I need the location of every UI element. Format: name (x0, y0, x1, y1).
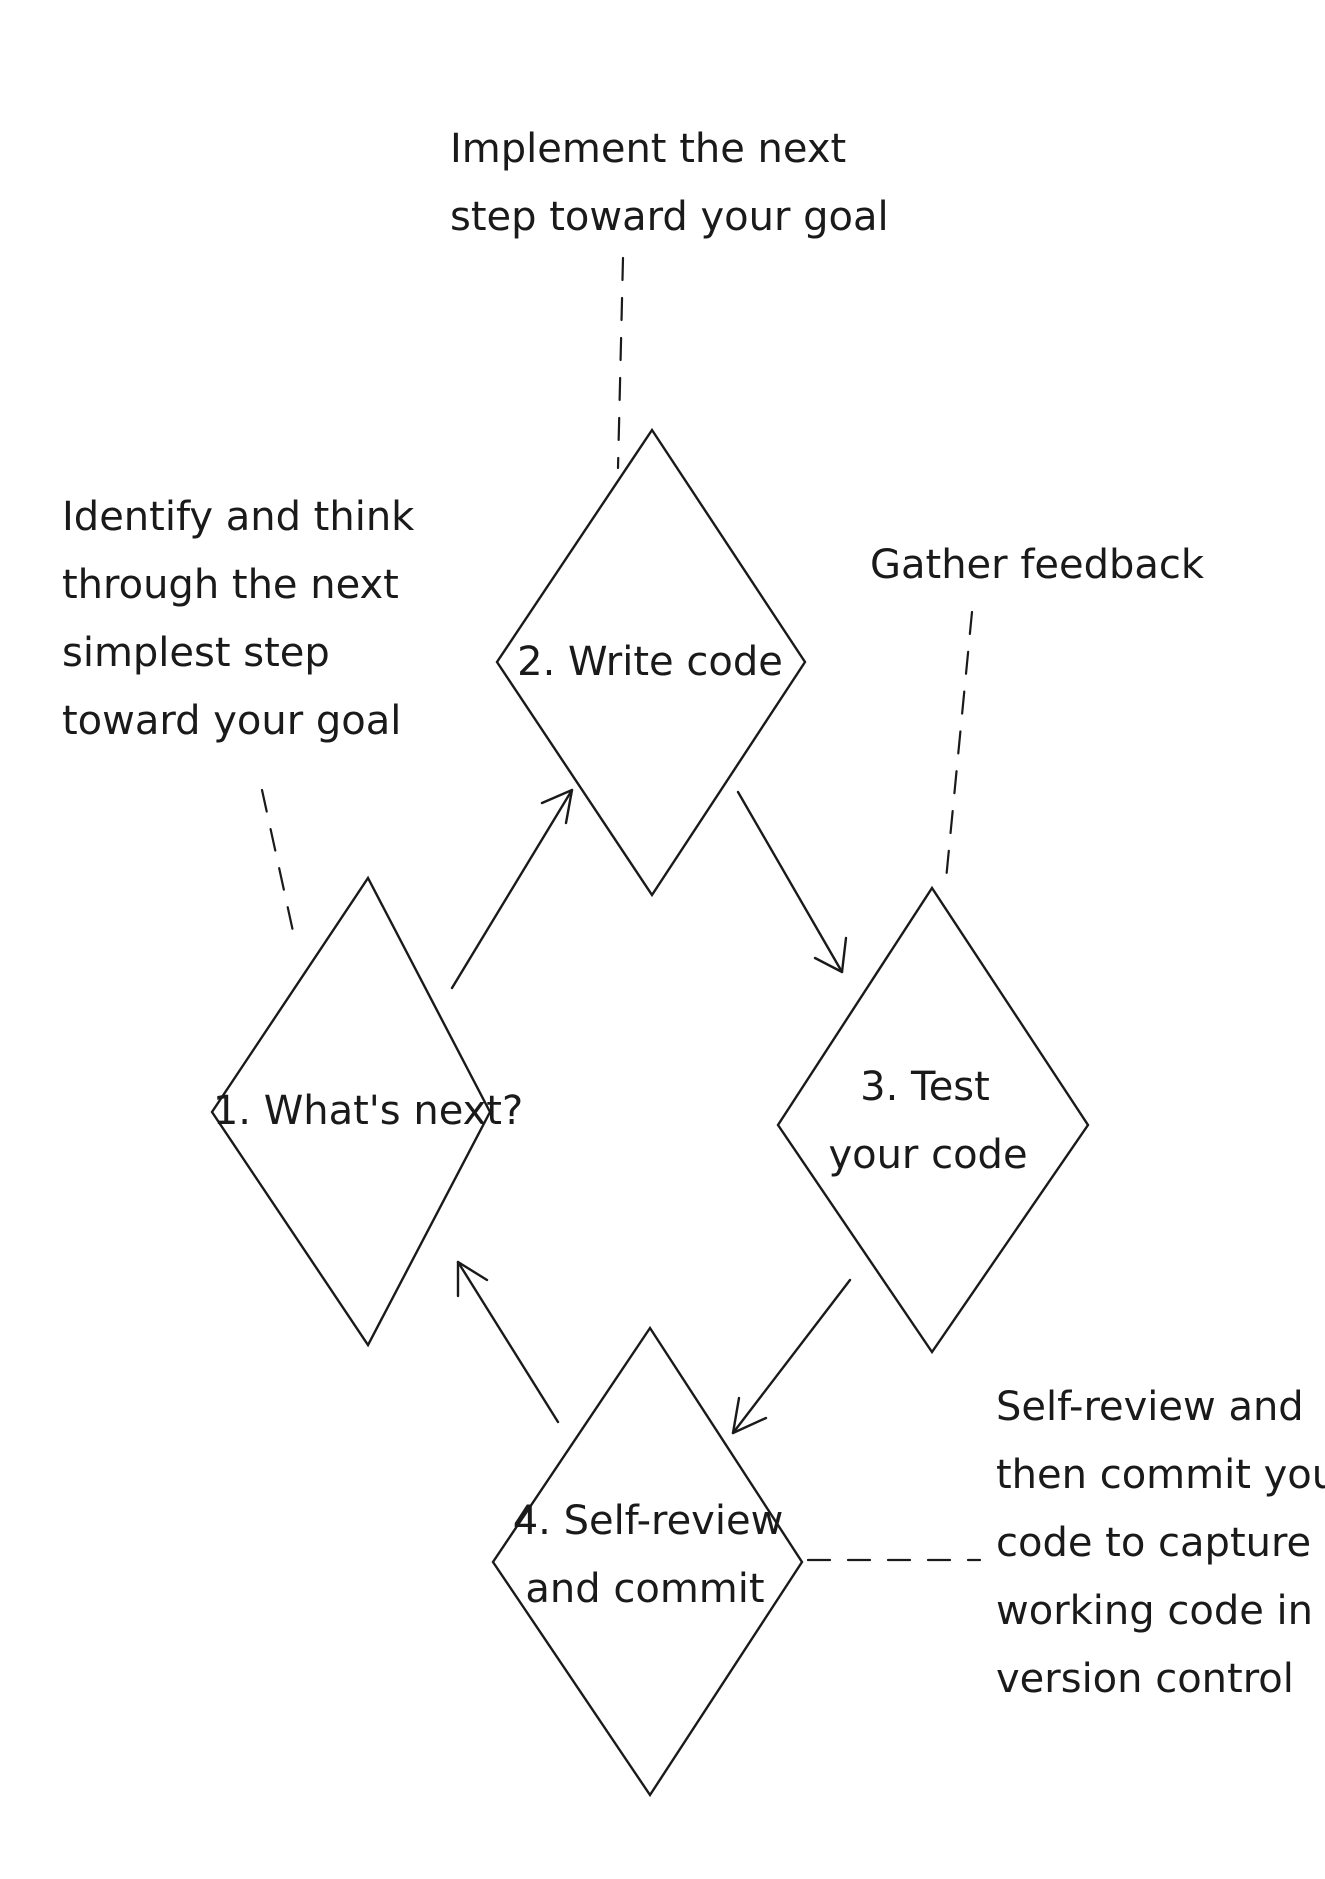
note-self-review-line-1: Self-review and (996, 1384, 1304, 1430)
step-test-code-line-1: 3. Test (860, 1064, 990, 1110)
step-self-review-line-2: and commit (525, 1566, 764, 1612)
note-test-code-line-1: Gather feedback (870, 542, 1205, 588)
note-test-code: Gather feedback (870, 542, 1205, 588)
note-whats-next-line-2: through the next (62, 562, 399, 608)
note-self-review-line-2: then commit your (996, 1452, 1325, 1498)
step-label-self-review: 4. Self-review and commit (513, 1498, 784, 1612)
connector-note-write-code (616, 256, 625, 470)
step-whats-next-diamond (210, 875, 492, 1348)
step-write-code-diamond (495, 427, 807, 898)
note-self-review-line-5: version control (996, 1656, 1294, 1702)
step-test-code-line-2: your code (828, 1132, 1027, 1178)
note-self-review-line-3: code to capture (996, 1520, 1311, 1566)
note-write-code: Implement the next step toward your goal (450, 126, 889, 240)
arrow-whats-next-to-write-code (450, 788, 574, 990)
arrow-write-code-to-test-code (736, 790, 848, 974)
step-whats-next-line-1: 1. What's next? (213, 1088, 523, 1134)
step-self-review-diamond (491, 1325, 804, 1798)
note-write-code-line-2: step toward your goal (450, 194, 889, 240)
note-whats-next-line-3: simplest step (62, 630, 330, 676)
step-label-whats-next: 1. What's next? (213, 1088, 523, 1134)
arrow-self-review-to-whats-next (456, 1260, 560, 1424)
note-whats-next-line-1: Identify and think (62, 494, 415, 540)
step-self-review-line-1: 4. Self-review (513, 1498, 784, 1544)
connector-note-whats-next (260, 788, 298, 947)
note-write-code-line-1: Implement the next (450, 126, 846, 172)
note-whats-next-line-4: toward your goal (62, 698, 401, 744)
step-test-code-diamond (776, 885, 1090, 1355)
step-label-write-code: 2. Write code (517, 639, 783, 685)
note-self-review-line-4: working code in (996, 1588, 1313, 1634)
step-label-test-code: 3. Test your code (828, 1064, 1027, 1178)
connector-note-test-code (943, 610, 974, 892)
note-whats-next: Identify and think through the next simp… (62, 494, 415, 744)
arrow-test-code-to-self-review (731, 1278, 852, 1435)
step-write-code-line-1: 2. Write code (517, 639, 783, 685)
note-self-review: Self-review and then commit your code to… (996, 1384, 1325, 1702)
